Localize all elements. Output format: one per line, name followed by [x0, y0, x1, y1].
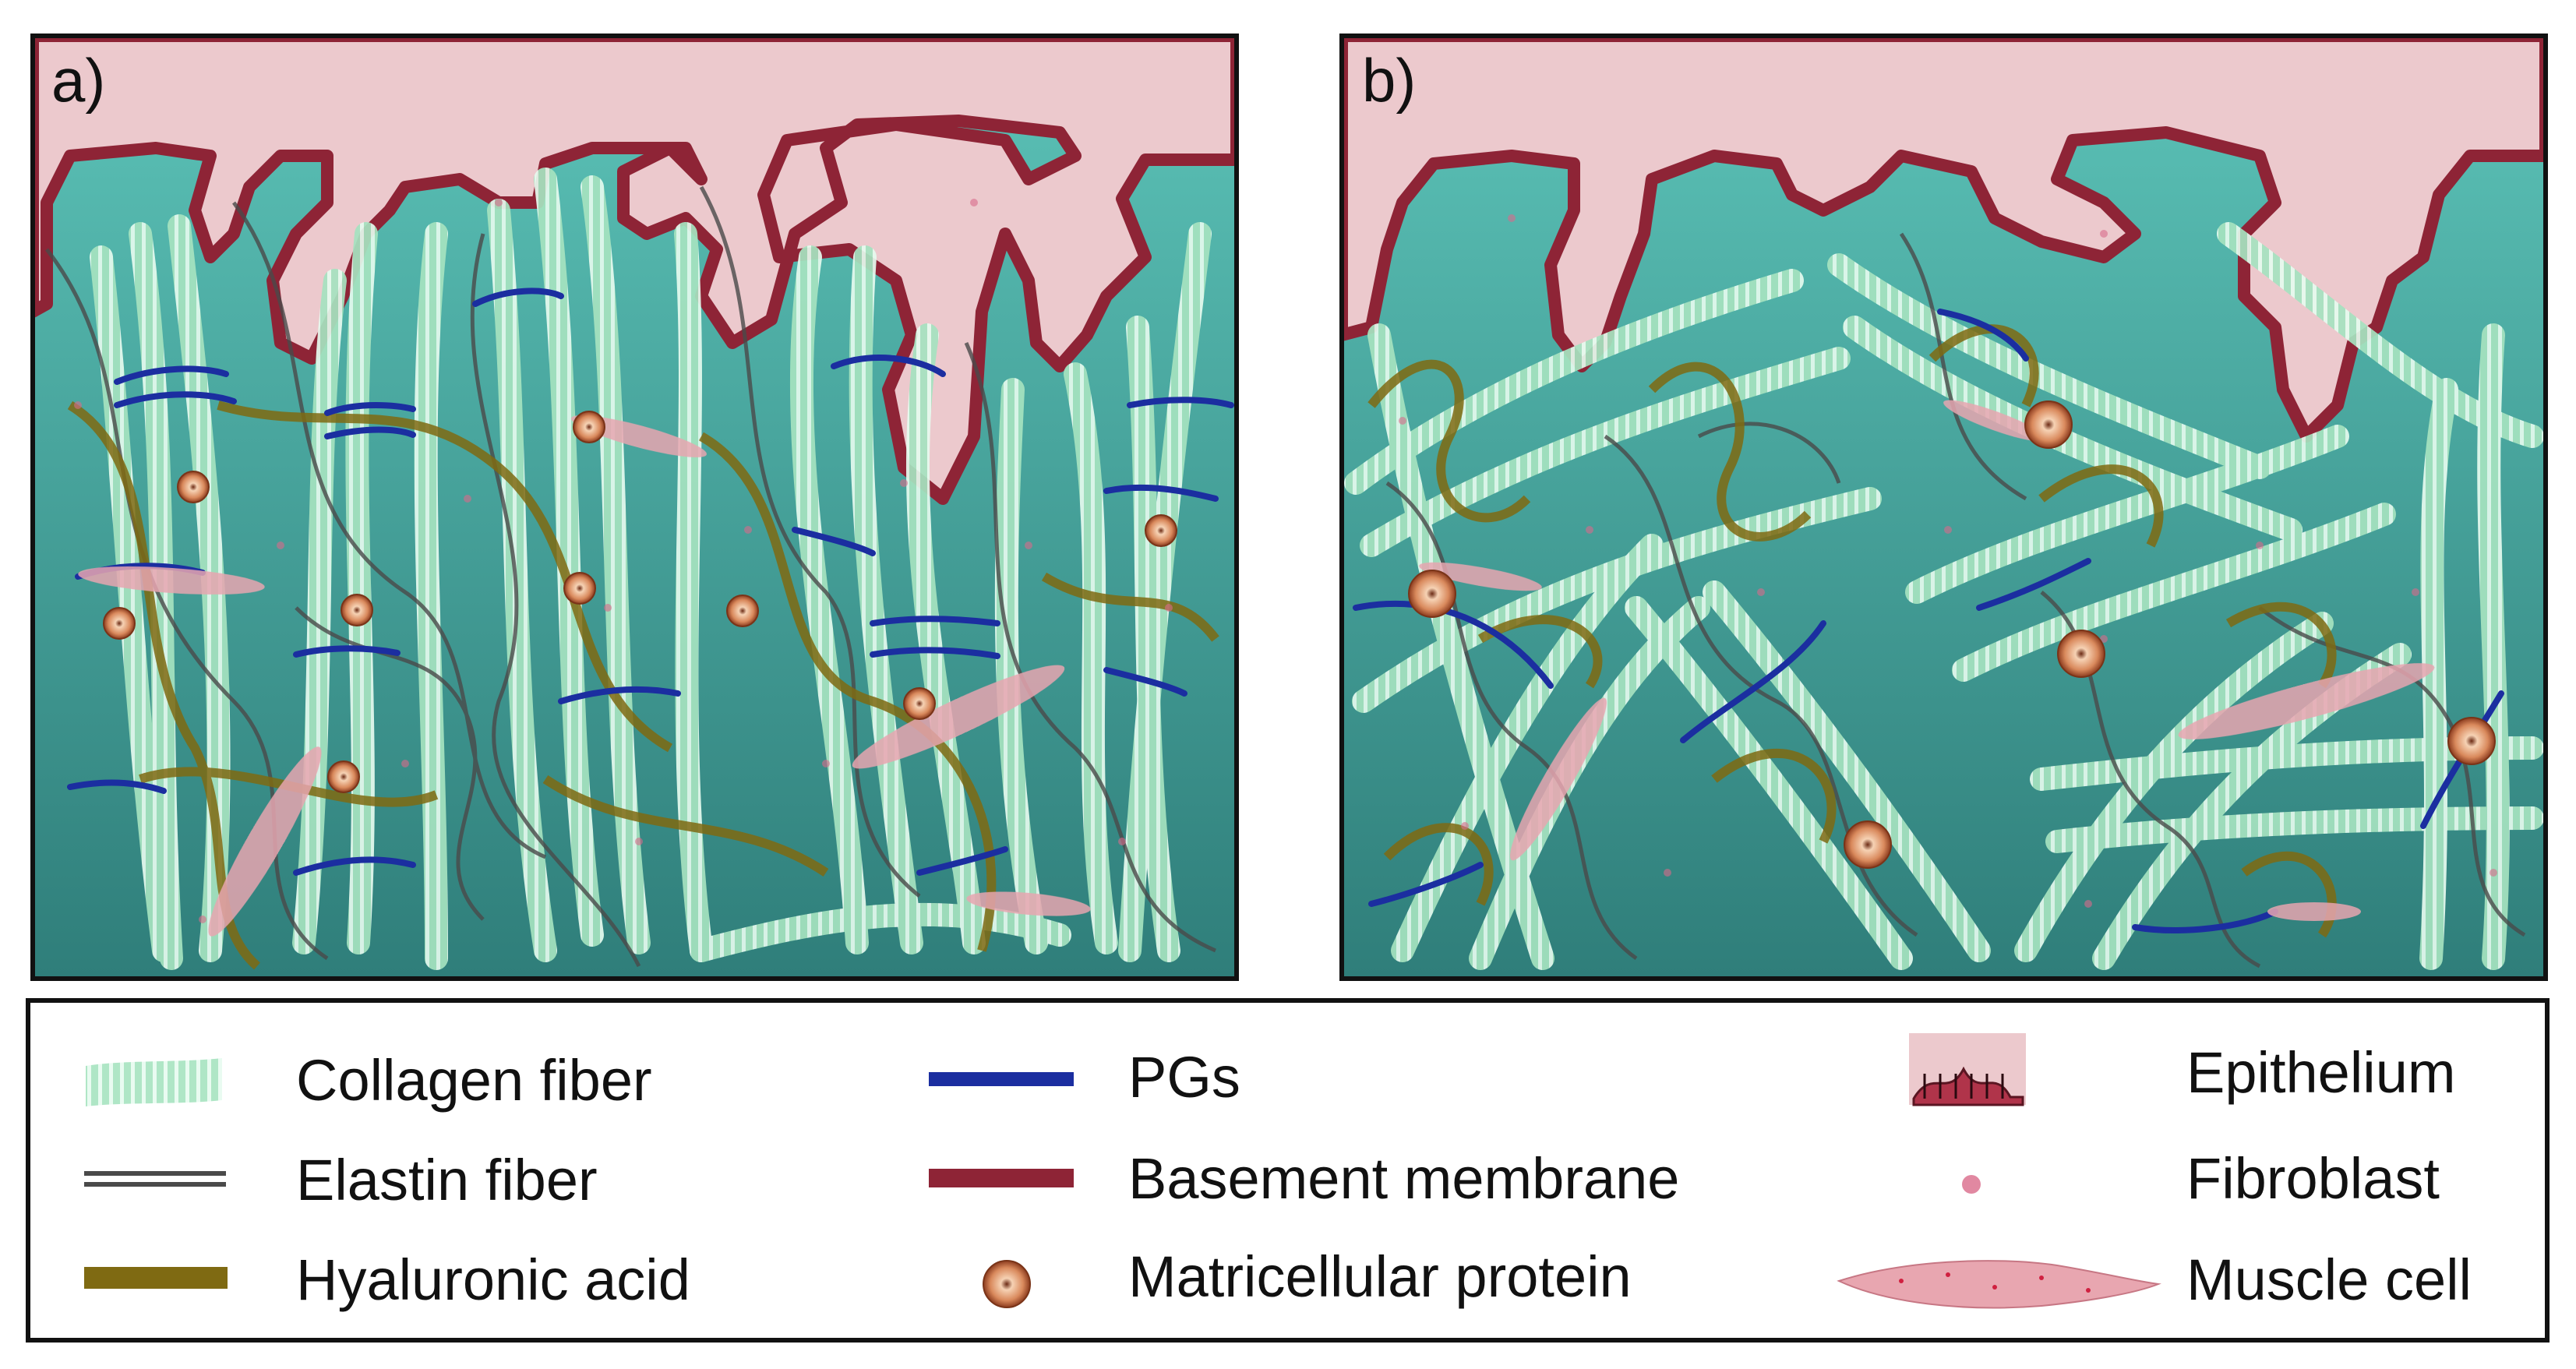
- legend-item-epithelium: Epithelium: [1909, 1033, 2456, 1106]
- collagen-fiber-icon: [86, 1058, 222, 1106]
- panel-b: b): [1339, 34, 2548, 981]
- fibroblasts: [74, 199, 1173, 923]
- legend: Collagen fiber Elastin fiber Hyaluronic …: [26, 998, 2550, 1343]
- legend-label-collagen: Collagen fiber: [296, 1048, 652, 1113]
- legend-item-matricellular: Matricellular protein: [983, 1244, 1632, 1309]
- legend-label-matricellular: Matricellular protein: [1128, 1244, 1632, 1309]
- legend-item-elastin: Elastin fiber: [84, 1148, 598, 1212]
- muscle-cells: [1419, 400, 2435, 921]
- legend-label-pgs: PGs: [1128, 1045, 1240, 1110]
- epithelium: [33, 36, 1237, 505]
- hyaluronic-acid: [1367, 324, 2337, 938]
- legend-item-muscle: Muscle cell: [1837, 1247, 2472, 1312]
- fibroblasts: [1399, 214, 2497, 908]
- legend-item-pgs: PGs: [929, 1045, 1240, 1110]
- legend-item-collagen: Collagen fiber: [86, 1048, 652, 1113]
- matricellular-proteins: [103, 411, 1177, 793]
- matricellular-protein-icon: [983, 1260, 1031, 1308]
- legend-label-epithelium: Epithelium: [2186, 1040, 2456, 1105]
- legend-label-elastin: Elastin fiber: [296, 1148, 598, 1212]
- collagen-fibers: [90, 168, 1212, 970]
- pgs-icon: [929, 1072, 1074, 1086]
- basement-membrane-icon: [929, 1169, 1074, 1187]
- legend-item-fibroblast: Fibroblast: [1962, 1146, 2440, 1211]
- hyaluronic-acid-icon: [84, 1267, 228, 1289]
- legend-item-hyaluronic: Hyaluronic acid: [84, 1247, 690, 1312]
- legend-item-basement: Basement membrane: [929, 1146, 1679, 1211]
- panel-a: a): [30, 34, 1239, 981]
- panel-a-label: a): [51, 46, 105, 115]
- muscle-cells: [78, 415, 1091, 937]
- collagen-fibers: [1344, 222, 2544, 970]
- legend-label-muscle: Muscle cell: [2186, 1247, 2472, 1312]
- panel-b-frame: [1339, 34, 2548, 981]
- elastin-fiber-icon: [84, 1171, 226, 1187]
- legend-label-hyaluronic: Hyaluronic acid: [296, 1247, 690, 1312]
- matricellular-proteins: [1408, 400, 2496, 869]
- epithelium-icon: [1909, 1033, 2026, 1106]
- legend-label-basement: Basement membrane: [1128, 1146, 1679, 1211]
- panel-a-frame: [30, 34, 1239, 981]
- panel-b-label: b): [1362, 46, 1416, 115]
- muscle-cell-icon: [1837, 1260, 2161, 1309]
- legend-label-fibroblast: Fibroblast: [2186, 1146, 2440, 1211]
- elastin-fibers: [45, 185, 1216, 968]
- fibroblast-icon: [1962, 1175, 1981, 1194]
- pgs: [1353, 309, 2504, 933]
